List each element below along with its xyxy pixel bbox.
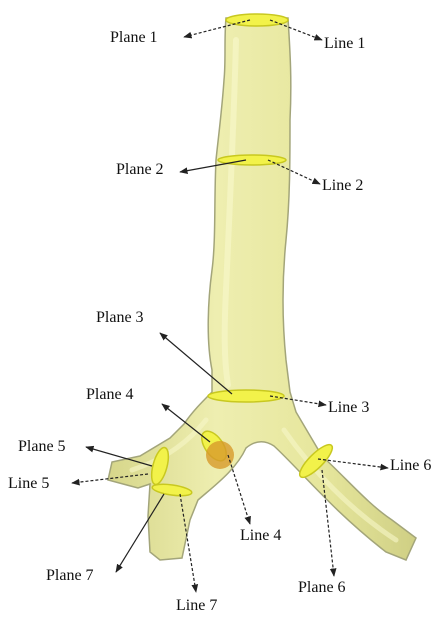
label-plane-1: Plane 1 xyxy=(110,29,158,46)
label-line-1: Line 1 xyxy=(324,35,365,52)
label-line-6: Line 6 xyxy=(390,457,431,474)
label-plane-4: Plane 4 xyxy=(86,386,134,403)
arrow-line-4 xyxy=(228,455,250,524)
label-line-3: Line 3 xyxy=(328,399,369,416)
plane-4-marker xyxy=(206,441,234,469)
label-plane-3: Plane 3 xyxy=(96,309,144,326)
label-line-4: Line 4 xyxy=(240,527,281,544)
label-line-2: Line 2 xyxy=(322,177,363,194)
label-plane-5: Plane 5 xyxy=(18,438,66,455)
label-plane-2: Plane 2 xyxy=(116,161,164,178)
label-line-5: Line 5 xyxy=(8,475,49,492)
label-plane-6: Plane 6 xyxy=(298,579,346,596)
label-plane-7: Plane 7 xyxy=(46,567,94,584)
label-line-7: Line 7 xyxy=(176,597,217,614)
